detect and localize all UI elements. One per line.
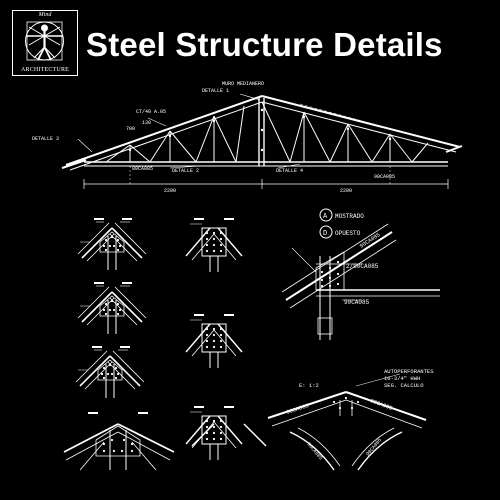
logo-top-text: Mind: [38, 12, 52, 18]
label-700: 700: [126, 126, 135, 132]
legend: A MOSTRADO D OPUESTO: [319, 208, 364, 239]
architecture-logo: Mind ARCHITECTURE: [12, 10, 78, 76]
legend-circle-a: [319, 208, 333, 222]
ridge-note-3: SEG. CALCULO: [384, 382, 424, 389]
legend-a-label: MOSTRADO: [335, 213, 364, 220]
page-title: Steel Structure Details: [86, 26, 443, 63]
plate-detail-1: [185, 217, 243, 273]
ridge-detail: [267, 373, 427, 471]
eave-label-mid: 2/90CA085: [346, 263, 379, 270]
label-130: 130: [142, 120, 151, 126]
eave-detail: [281, 223, 440, 340]
label-span-left: 2200: [164, 188, 176, 194]
vitruvian-man-icon: [25, 21, 64, 61]
apex-detail-4: [63, 412, 175, 471]
apex-detail-1: [77, 217, 147, 271]
label-member-left: 80CA085: [132, 166, 153, 172]
label-member-right: 90CA085: [374, 174, 395, 180]
label-ct: CT/40 A.05: [136, 109, 166, 115]
legend-d-label: OPUESTO: [335, 230, 361, 237]
ridge-label-left-web: 90CA085: [305, 441, 323, 461]
label-span-right: 2200: [340, 188, 352, 194]
plate-detail-3: [185, 405, 243, 461]
apex-detail-2: [77, 281, 147, 335]
ridge-note-2: 10-3/4" HWH: [384, 375, 420, 382]
legend-d-letter: D: [323, 230, 327, 238]
legend-circle-d: [319, 225, 333, 239]
label-detalle-1: DETALLE 1: [202, 88, 229, 94]
label-detalle-3: DETALLE 3: [32, 136, 59, 142]
label-detalle-2: DETALLE 2: [172, 168, 199, 174]
apex-detail-3: [75, 345, 145, 399]
plate-detail-2: [185, 313, 243, 369]
label-detalle-4: DETALLE 4: [276, 168, 303, 174]
legend-a-letter: A: [323, 213, 328, 221]
ridge-scale: E: 1:2: [299, 382, 319, 389]
main-truss: [61, 93, 463, 189]
eave-label-bottom: 90CA085: [344, 299, 370, 306]
logo-wordmark: ARCHITECTURE: [20, 67, 70, 73]
plate-detail-wide: [191, 423, 267, 447]
ridge-note-1: AUTOPERFORANTES: [384, 368, 434, 375]
label-muro-medianero: MURO MEDIANERO: [222, 81, 264, 87]
